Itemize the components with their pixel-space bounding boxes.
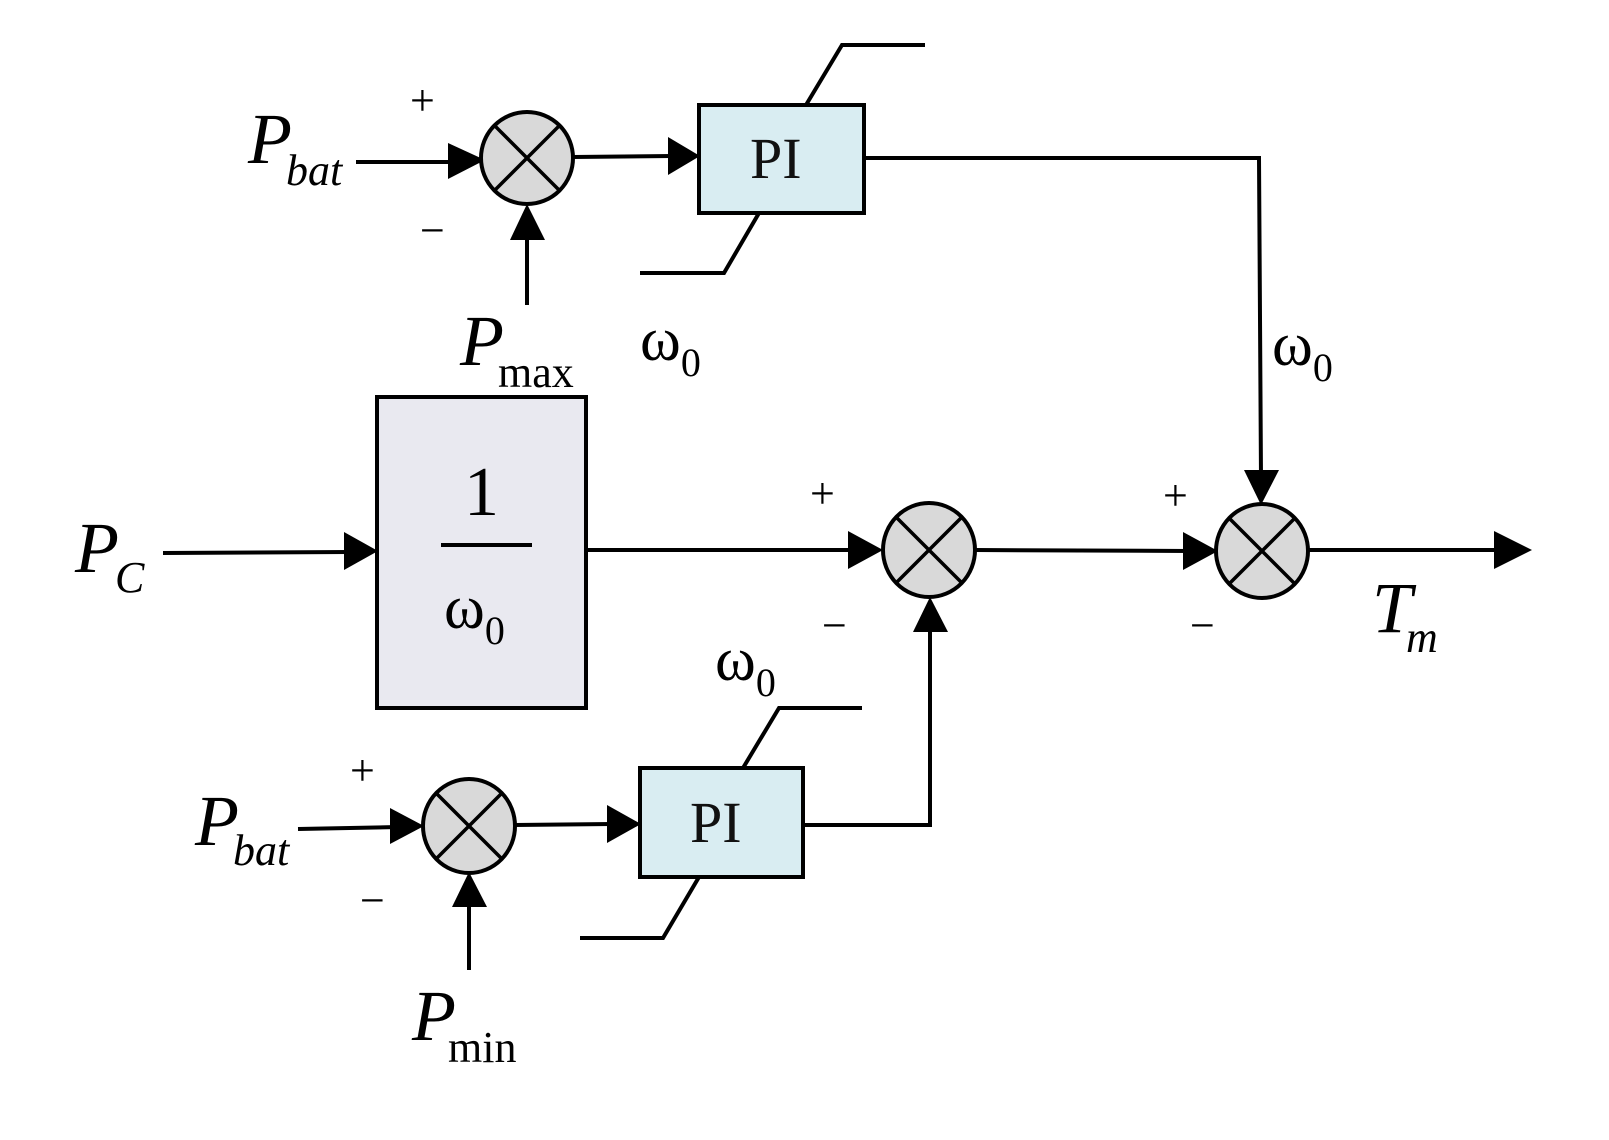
pbat-bottom-label: Pbat bbox=[194, 781, 291, 875]
wire-sum-bottom-to-pi bbox=[514, 822, 613, 827]
sum-mid-minus: − bbox=[822, 601, 847, 650]
feedback-omega-label: ω0 bbox=[1272, 311, 1333, 390]
sum-right bbox=[1214, 502, 1310, 600]
gain-numerator: 1 bbox=[464, 454, 499, 531]
arrowhead bbox=[848, 531, 883, 569]
pmin-label: P bbox=[411, 976, 456, 1056]
wire-sum-top-to-pi bbox=[572, 154, 673, 159]
pi-top-lower-limit bbox=[640, 211, 761, 275]
pmax-label: P bbox=[459, 301, 504, 381]
sum-cross bbox=[434, 791, 504, 861]
sum-top bbox=[479, 110, 575, 206]
sum-cross bbox=[492, 123, 562, 193]
sum-mid-plus: + bbox=[810, 469, 835, 518]
pbat-top-label: Pbat bbox=[247, 99, 344, 195]
arrowhead bbox=[913, 597, 948, 632]
sum-cross bbox=[1227, 516, 1297, 586]
wire-sum-mid-to-sum-right bbox=[974, 548, 1191, 553]
pc-label: PC bbox=[74, 508, 145, 602]
arrowhead bbox=[448, 143, 485, 179]
pi-bottom-upper-limit bbox=[741, 706, 862, 770]
arrowhead bbox=[510, 204, 545, 240]
arrowhead bbox=[452, 872, 487, 907]
gain-block bbox=[375, 395, 588, 710]
sum-mid bbox=[881, 501, 977, 599]
pi-top-label: PI bbox=[750, 126, 802, 191]
wire-pi-bottom-to-sum-mid bbox=[803, 625, 932, 827]
arrowhead bbox=[668, 137, 700, 175]
pmin-sub: min bbox=[448, 1023, 516, 1072]
top-branch: Pbat + − P max PI ω0 bbox=[247, 43, 1333, 505]
arrowhead bbox=[1244, 470, 1279, 505]
sum-right-plus: + bbox=[1163, 471, 1188, 520]
pi-bottom-limit-label: ω0 bbox=[715, 626, 776, 705]
arrowhead bbox=[344, 532, 378, 570]
sum-bottom bbox=[421, 777, 517, 875]
pi-bottom-block bbox=[638, 766, 805, 879]
sum-right-minus: − bbox=[1190, 601, 1215, 650]
wire-pc-to-gain bbox=[162, 550, 351, 555]
sum-bottom-plus: + bbox=[350, 746, 375, 795]
pi-bottom-lower-limit bbox=[580, 875, 701, 940]
tm-output-label: Tm bbox=[1372, 568, 1438, 662]
sum-top-minus: − bbox=[420, 206, 445, 255]
wire-pi-top-to-sum-right bbox=[864, 156, 1263, 479]
pi-top-limit-label: ω0 bbox=[640, 306, 701, 385]
arrowhead bbox=[1183, 532, 1218, 570]
middle-branch: PC 1 ω0 + − + − bbox=[74, 395, 1532, 710]
arrowhead bbox=[1494, 531, 1532, 569]
pi-top-upper-limit bbox=[804, 43, 925, 107]
bottom-branch: Pbat + − P min PI ω0 bbox=[194, 597, 948, 1072]
wire-pbat-bottom bbox=[297, 825, 399, 831]
sum-cross bbox=[894, 515, 964, 585]
sum-top-plus: + bbox=[410, 76, 435, 125]
arrowhead bbox=[390, 808, 424, 844]
arrowhead bbox=[607, 805, 641, 843]
pi-bottom-label: PI bbox=[690, 790, 742, 855]
pmax-sub: max bbox=[498, 348, 574, 397]
sum-bottom-minus: − bbox=[360, 876, 385, 925]
gain-denominator: ω0 bbox=[444, 574, 505, 653]
